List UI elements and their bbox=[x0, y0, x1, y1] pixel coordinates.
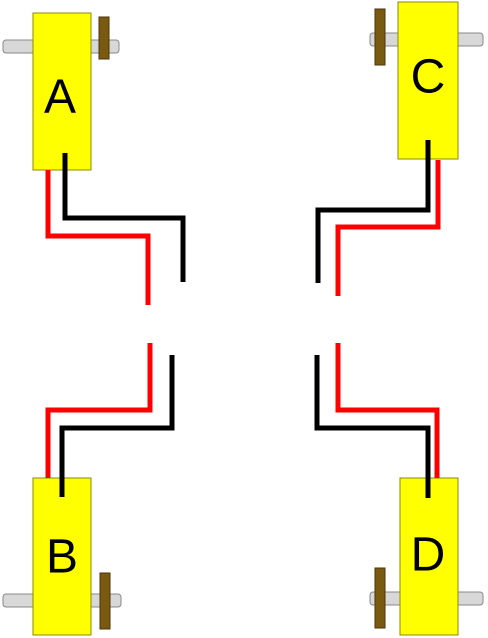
motor-c-black-wire bbox=[315, 140, 431, 283]
motor-a-wheel bbox=[98, 16, 110, 60]
motor-c: C bbox=[369, 1, 484, 160]
motor-c-wheel bbox=[374, 8, 386, 66]
motor-b: B bbox=[2, 477, 122, 636]
motor-a-black-wire bbox=[62, 153, 186, 282]
motor-d-wheel bbox=[374, 567, 386, 629]
motor-d-label: D bbox=[411, 529, 446, 582]
motor-b-body bbox=[32, 477, 92, 636]
motor-d-red-wire bbox=[335, 343, 440, 478]
motor-b-red-wire bbox=[45, 343, 153, 478]
motor-b-label: B bbox=[46, 531, 78, 584]
motor-c-label: C bbox=[411, 51, 446, 104]
motor-c-red-wire bbox=[335, 160, 441, 296]
motor-a-body bbox=[32, 12, 92, 171]
motor-d: D bbox=[369, 477, 484, 636]
motor-b-wheel bbox=[99, 572, 111, 630]
motor-a-label: A bbox=[44, 71, 76, 124]
motor-b-black-wire bbox=[59, 355, 175, 497]
motor-c-body bbox=[397, 1, 459, 160]
motor-a: A bbox=[2, 12, 120, 171]
motor-a-red-wire bbox=[45, 170, 151, 305]
motor-d-black-wire bbox=[314, 355, 431, 498]
